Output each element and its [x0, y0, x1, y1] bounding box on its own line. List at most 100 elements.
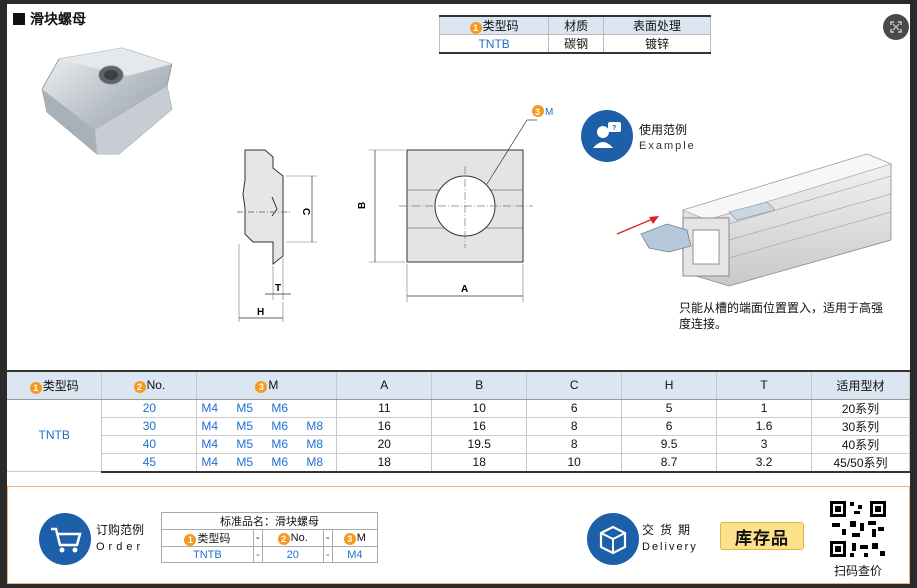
h-cell: 8.7 [621, 453, 718, 473]
qr-code-icon[interactable] [828, 499, 888, 559]
m-callout-num: 3 [535, 107, 540, 117]
m-callout: 3 M [532, 105, 553, 118]
usage-label-cn: 使用范例 [639, 123, 688, 137]
col-header-b: B [431, 370, 528, 400]
top-view-drawing [369, 119, 537, 302]
c-cell: 8 [526, 417, 623, 436]
h-cell: 5 [621, 399, 718, 418]
close-icon [890, 21, 902, 33]
order-label-en: Order [96, 541, 145, 553]
profile-illustration [616, 153, 892, 287]
a-cell: 11 [336, 399, 433, 418]
spec-surface-value: 镀锌 [602, 34, 712, 54]
box-icon [587, 513, 639, 565]
stock-badge: 库存品 [720, 522, 804, 550]
usage-person-icon: ? [581, 110, 633, 162]
red-arrow-icon [616, 217, 656, 235]
usage-label-en: Example [639, 140, 696, 152]
page-title: 滑块螺母 [13, 9, 86, 29]
order-value-sep: - [252, 546, 263, 563]
col-header-h: H [621, 370, 718, 400]
t-cell: 3 [716, 435, 812, 454]
nut-photo [41, 47, 173, 155]
no-cell: 20 [101, 399, 198, 418]
order-header-sep: - [322, 529, 333, 547]
profile-cell: 30系列 [811, 417, 910, 436]
usage-label: 使用范例 Example [639, 121, 696, 152]
spec-header-material: 材质 [548, 15, 604, 35]
b-cell: 16 [431, 417, 528, 436]
dim-label-C: C [300, 208, 311, 215]
a-cell: 16 [336, 417, 433, 436]
spec-type-value: TNTB [438, 34, 550, 54]
order-value-no: 20 [261, 546, 324, 563]
order-header-sep: - [252, 529, 263, 547]
spec-material-value: 碳钢 [548, 34, 604, 54]
col-header-profile: 适用型材 [811, 370, 910, 400]
qr-label: 扫码查价 [834, 564, 883, 578]
order-value-type: TNTB [161, 546, 254, 563]
std-name-cell: 标准品名：滑块螺母 [161, 512, 378, 530]
a-cell: 18 [336, 453, 433, 473]
profile-cell: 45/50系列 [811, 453, 910, 473]
b-cell: 19.5 [431, 435, 528, 454]
c-cell: 10 [526, 453, 623, 473]
side-view-drawing [237, 149, 317, 322]
h-cell: 9.5 [621, 435, 718, 454]
b-cell: 18 [431, 453, 528, 473]
col-header-t: T [716, 370, 812, 400]
order-label: 订购范例 Order [96, 521, 144, 553]
t-cell: 1 [716, 399, 812, 418]
delivery-label: 交货期 Delivery [642, 521, 698, 553]
a-cell: 20 [336, 435, 433, 454]
col-header-a: A [336, 370, 433, 400]
h-cell: 6 [621, 417, 718, 436]
order-label-cn: 订购范例 [96, 523, 145, 537]
profile-cell: 40系列 [811, 435, 910, 454]
b-cell: 10 [431, 399, 528, 418]
delivery-label-en: Delivery [642, 541, 698, 553]
spec-header-surface: 表面处理 [602, 15, 712, 35]
c-cell: 6 [526, 399, 623, 418]
no-cell: 30 [101, 417, 198, 436]
t-cell: 1.6 [716, 417, 812, 436]
m-callout-text: M [545, 107, 553, 118]
profile-cell: 20系列 [811, 399, 910, 418]
dim-label-B: B [357, 202, 368, 209]
dim-label-T: T [275, 283, 281, 294]
dim-label-A: A [461, 284, 468, 295]
close-button[interactable] [883, 14, 909, 40]
cart-icon [39, 513, 91, 565]
c-cell: 8 [526, 435, 623, 454]
dim-label-H: H [257, 307, 264, 318]
order-value-m: M4 [331, 546, 379, 563]
col-header-c: C [526, 370, 623, 400]
no-cell: 45 [101, 453, 198, 473]
order-value-sep: - [322, 546, 333, 563]
svg-text:?: ? [612, 125, 616, 132]
type-code-cell: TNTB [7, 399, 103, 472]
usage-description: 只能从槽的端面位置置入，适用于高强度连接。 [679, 301, 884, 331]
